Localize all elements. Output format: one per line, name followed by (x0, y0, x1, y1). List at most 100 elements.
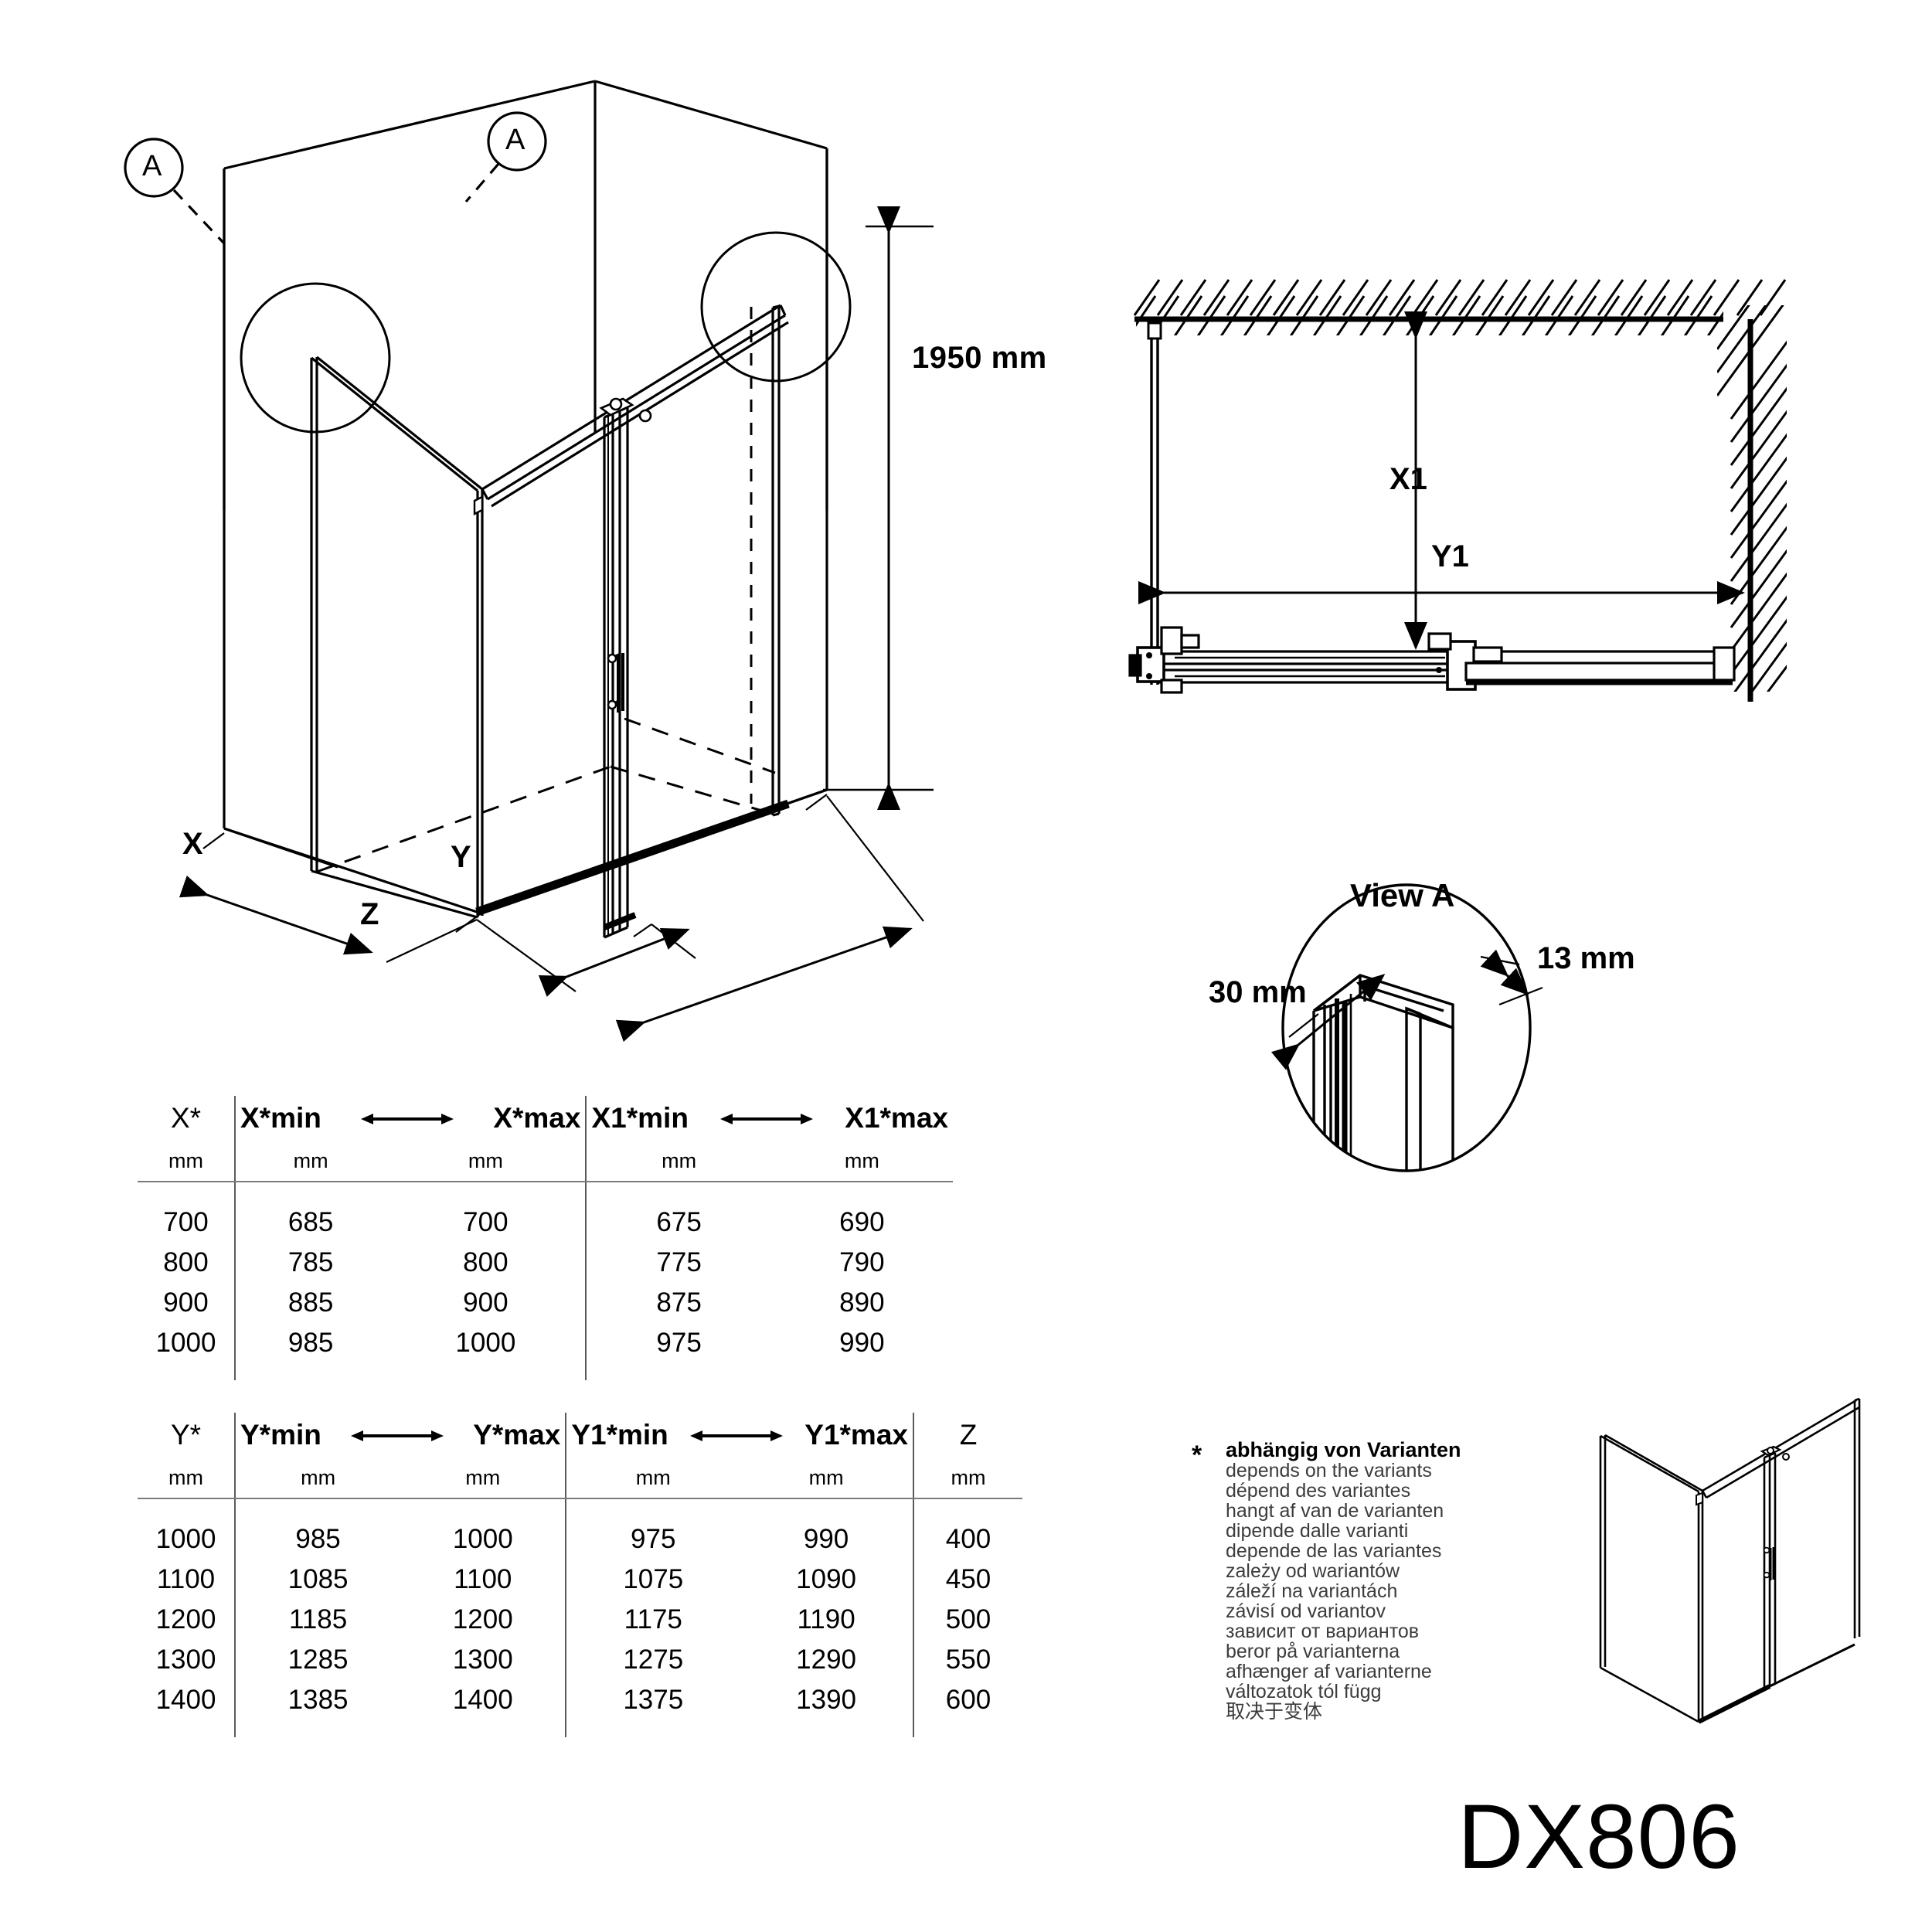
table-y-unit-y: mm (168, 1465, 203, 1489)
table-x-dimensions: X* X*min X*max (138, 1096, 953, 1380)
cell-y1min: 1175 (565, 1600, 740, 1640)
footnote-line-es: depende de las variantes (1226, 1540, 1442, 1563)
table-row: 1000 985 1000 975 990 400 (138, 1519, 1022, 1560)
footnote-line-hu: változatok tól függ (1226, 1681, 1382, 1703)
cell-y: 1200 (155, 1604, 216, 1634)
cell-xmin: 985 (233, 1323, 386, 1363)
cell-xmin: 785 (233, 1243, 386, 1283)
asterisk-icon: * (1192, 1440, 1202, 1470)
cell-y1max: 990 (803, 1524, 849, 1554)
cell-ymax: 1200 (452, 1604, 513, 1634)
footnote-line-cs: záleží na variantách (1226, 1580, 1398, 1603)
footnote-lines: abhängig von Varianten depends on the va… (1226, 1439, 1470, 1722)
iso-enclosure-geometry (223, 80, 828, 939)
cell-z: 400 (913, 1519, 1022, 1560)
table-x-header-xmax: X*max (493, 1102, 581, 1134)
cell-z: 600 (913, 1680, 1022, 1720)
cell-xmax: 900 (463, 1287, 509, 1318)
table-x-unit-xmax: mm (468, 1148, 503, 1172)
cell-y: 1100 (156, 1564, 216, 1594)
view-a-dimension-13mm: 13 mm (1537, 941, 1635, 975)
product-thumbnail-geometry (1599, 1397, 1861, 1724)
table-y-header-z: Z (913, 1413, 1022, 1458)
double-arrow-icon (361, 1102, 454, 1134)
iso-floor-dimensions (179, 794, 924, 1043)
cell-x1max: 790 (839, 1247, 885, 1277)
model-code: DX806 (1458, 1786, 1740, 1888)
double-arrow-icon (351, 1419, 444, 1451)
table-row: 900 885 900 875 890 (138, 1283, 953, 1323)
iso-callout-a-right (464, 111, 852, 383)
cell-ymax: 1300 (452, 1645, 513, 1675)
cell-y: 1300 (155, 1645, 216, 1675)
cell-y1max: 1290 (796, 1645, 857, 1675)
cell-xmax: 1000 (455, 1328, 516, 1358)
cell-x1min: 875 (585, 1283, 771, 1323)
table-y-unit-ymax: mm (465, 1465, 501, 1489)
cell-ymax: 1400 (452, 1685, 513, 1715)
cell-x: 800 (163, 1247, 209, 1277)
table-y-dimensions: Y* Y*min Y*max (138, 1413, 1022, 1737)
iso-callout-a-left-label: A (142, 150, 162, 182)
footnote-line-zh: 取决于变体 (1226, 1701, 1323, 1723)
table-y-header-ymax: Y*max (473, 1419, 561, 1451)
footnote-line-pl: zależy od wariantów (1226, 1560, 1400, 1583)
footnote-line-fr: dépend des variantes (1226, 1480, 1411, 1502)
footnote-line-en: depends on the variants (1226, 1460, 1432, 1482)
cell-ymin: 1085 (233, 1560, 401, 1600)
footnote-line-da: afhænger af varianterne (1226, 1661, 1432, 1683)
table-row: 1100 1085 1100 1075 1090 450 (138, 1560, 1022, 1600)
cell-z: 550 (913, 1640, 1022, 1680)
footnote-line-de: abhängig von Varianten (1226, 1438, 1461, 1461)
footnote-line-nl: hangt af van de varianten (1226, 1500, 1444, 1522)
view-a-title: View A (1350, 877, 1455, 913)
table-y-unit-y1max: mm (808, 1465, 844, 1489)
cell-y1min: 1075 (565, 1560, 740, 1600)
cell-x1min: 775 (585, 1243, 771, 1283)
table-x-header-x1min: X1*min (591, 1102, 689, 1134)
table-y-header-yminmax: Y*min Y*max (233, 1413, 566, 1458)
variant-footnote: * abhängig von Varianten depends on the … (1192, 1439, 1470, 1722)
table-y-unit-y1min: mm (565, 1458, 740, 1498)
cell-y1max: 1190 (797, 1604, 855, 1634)
plan-dimension-label-y1: Y1 (1431, 539, 1469, 573)
table-x-header-xmin: X*min (240, 1102, 321, 1134)
cell-xmax: 700 (463, 1207, 509, 1237)
cell-ymin: 1185 (233, 1600, 401, 1640)
table-x-unit-xmin: mm (233, 1141, 386, 1181)
cell-ymax: 1000 (452, 1524, 513, 1554)
table-row: 800 785 800 775 790 (138, 1243, 953, 1283)
table-y-header-y1max: Y1*max (804, 1419, 908, 1451)
cell-y: 1000 (155, 1524, 216, 1554)
table-x-unit-x1max: mm (844, 1148, 879, 1172)
footnote-line-it: dipende dalle varianti (1226, 1520, 1409, 1543)
plan-view-geometry (1128, 279, 1787, 702)
cell-xmin: 685 (233, 1202, 386, 1243)
cell-xmin: 885 (233, 1283, 386, 1323)
cell-z: 500 (913, 1600, 1022, 1640)
cell-xmax: 800 (463, 1247, 509, 1277)
cell-x: 700 (163, 1207, 209, 1237)
footnote-line-sk: závisí od variantov (1226, 1600, 1386, 1623)
footnote-line-ru: зависит от вариантов (1226, 1621, 1420, 1643)
cell-x1min: 975 (585, 1323, 771, 1363)
table-y-header-ymin: Y*min (240, 1419, 321, 1451)
cell-x1min: 675 (585, 1202, 771, 1243)
double-arrow-icon (690, 1419, 784, 1451)
iso-dimension-label-y: Y (451, 840, 471, 874)
iso-height-dimension (823, 206, 934, 810)
table-y-header-y: Y* (170, 1419, 202, 1451)
iso-callout-a-right-label: A (505, 124, 526, 156)
cell-y1max: 1390 (796, 1685, 857, 1715)
table-row: 1300 1285 1300 1275 1290 550 (138, 1640, 1022, 1680)
cell-ymax: 1100 (454, 1564, 512, 1594)
table-y-unit-ymin: mm (233, 1458, 401, 1498)
cell-x1max: 990 (839, 1328, 885, 1358)
table-x-header-x1max: X1*max (845, 1102, 948, 1134)
table-x-header-x: X* (170, 1102, 202, 1134)
iso-callout-a-left (124, 138, 391, 434)
table-row: 1000 985 1000 975 990 (138, 1323, 953, 1363)
cell-y1min: 975 (565, 1519, 740, 1560)
